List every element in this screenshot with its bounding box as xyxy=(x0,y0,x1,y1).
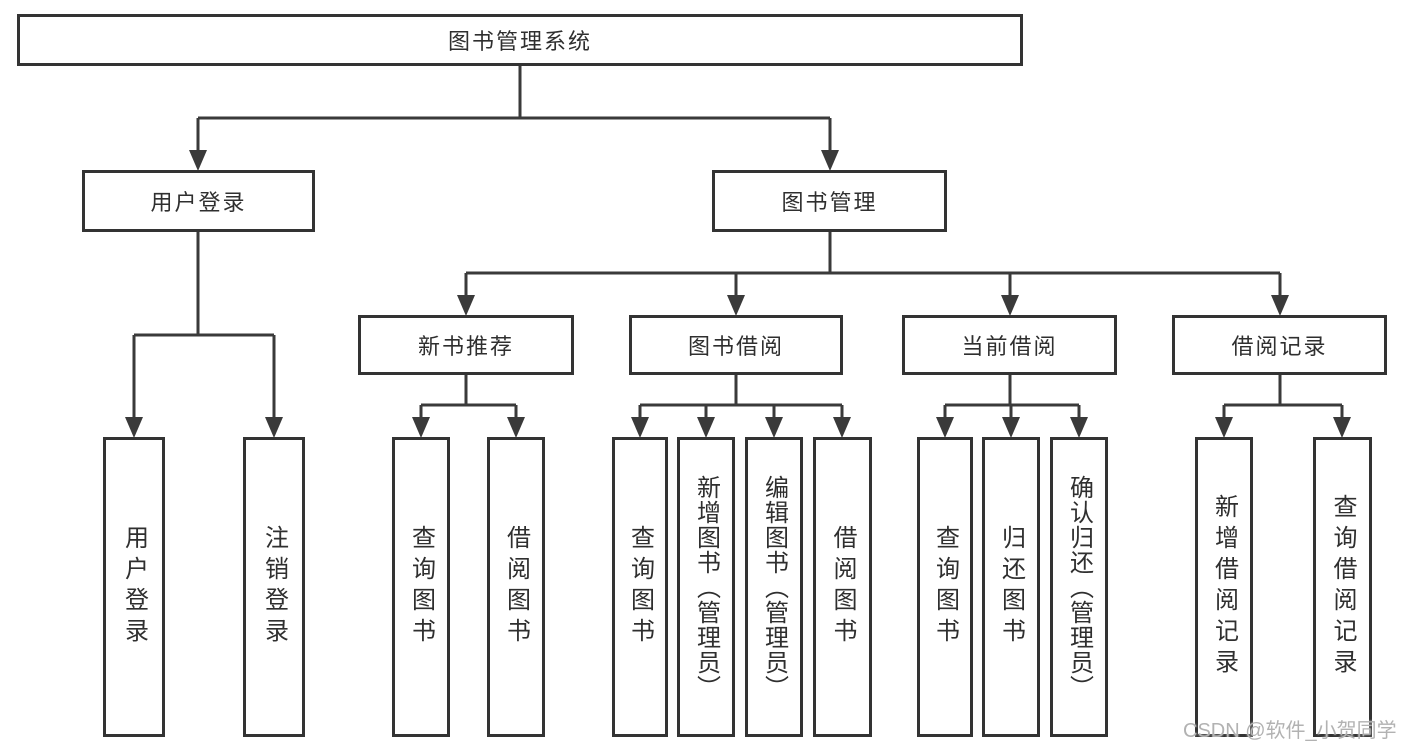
node-leaf-user-login: 用户登录 xyxy=(103,437,165,737)
node-leaf-query-borrow-record: 查询借阅记录 xyxy=(1313,437,1372,737)
node-new-books: 新书推荐 xyxy=(358,315,574,375)
connector-userlogin-to-leaves xyxy=(125,232,283,438)
node-leaf-borrow-books-bb: 借阅图书 xyxy=(813,437,872,737)
node-leaf-edit-books-admin: 编辑图书（管理员） xyxy=(745,437,803,737)
node-current-borrow-label: 当前借阅 xyxy=(961,334,1058,359)
node-book-borrow-label: 图书借阅 xyxy=(687,334,784,359)
connector-borrowrecords-to-leaves xyxy=(1215,375,1351,438)
node-leaf-logout: 注销登录 xyxy=(243,437,305,737)
node-book-borrow: 图书借阅 xyxy=(629,315,843,375)
connector-root-to-level2 xyxy=(189,66,839,171)
node-current-borrow: 当前借阅 xyxy=(902,315,1117,375)
connector-currentborrow-to-leaves xyxy=(936,375,1088,438)
node-root: 图书管理系统 xyxy=(17,14,1023,66)
node-book-management: 图书管理 xyxy=(712,170,947,232)
node-leaf-add-books-admin-label: 新增图书（管理员） xyxy=(692,474,720,700)
node-leaf-confirm-return-admin: 确认归还（管理员） xyxy=(1050,437,1108,737)
node-leaf-query-books-bb: 查询图书 xyxy=(612,437,668,737)
node-book-management-label: 图书管理 xyxy=(781,190,878,215)
node-new-books-label: 新书推荐 xyxy=(417,334,514,359)
node-leaf-query-books-cb-label: 查询图书 xyxy=(931,525,959,649)
node-leaf-query-books-nb-label: 查询图书 xyxy=(407,525,435,649)
node-leaf-add-borrow-record: 新增借阅记录 xyxy=(1195,437,1253,737)
node-user-login: 用户登录 xyxy=(82,170,315,232)
node-leaf-query-books-bb-label: 查询图书 xyxy=(626,525,654,649)
node-leaf-add-borrow-record-label: 新增借阅记录 xyxy=(1210,494,1238,680)
node-leaf-query-borrow-record-label: 查询借阅记录 xyxy=(1329,494,1356,680)
node-leaf-return-books-label: 归还图书 xyxy=(997,525,1025,649)
node-borrow-records-label: 借阅记录 xyxy=(1231,334,1328,359)
node-leaf-borrow-books-bb-label: 借阅图书 xyxy=(829,525,856,649)
connector-newbooks-to-leaves xyxy=(412,375,525,438)
node-leaf-user-login-label: 用户登录 xyxy=(120,525,148,649)
node-root-label: 图书管理系统 xyxy=(447,29,592,54)
node-leaf-edit-books-admin-label: 编辑图书（管理员） xyxy=(760,474,788,700)
node-borrow-records: 借阅记录 xyxy=(1172,315,1387,375)
node-leaf-return-books: 归还图书 xyxy=(982,437,1040,737)
node-leaf-query-books-cb: 查询图书 xyxy=(917,437,973,737)
node-leaf-query-books-nb: 查询图书 xyxy=(392,437,450,737)
node-user-login-label: 用户登录 xyxy=(150,190,247,215)
node-leaf-add-books-admin: 新增图书（管理员） xyxy=(677,437,735,737)
csdn-watermark: CSDN @软件_小贺同学 xyxy=(1183,720,1397,742)
node-leaf-confirm-return-admin-label: 确认归还（管理员） xyxy=(1065,474,1093,700)
node-leaf-logout-label: 注销登录 xyxy=(260,525,288,649)
node-leaf-borrow-books-nb: 借阅图书 xyxy=(487,437,545,737)
node-leaf-borrow-books-nb-label: 借阅图书 xyxy=(502,525,530,649)
connector-bookborrow-to-leaves xyxy=(631,375,851,438)
connector-bookmgmt-to-level3 xyxy=(457,232,1289,316)
